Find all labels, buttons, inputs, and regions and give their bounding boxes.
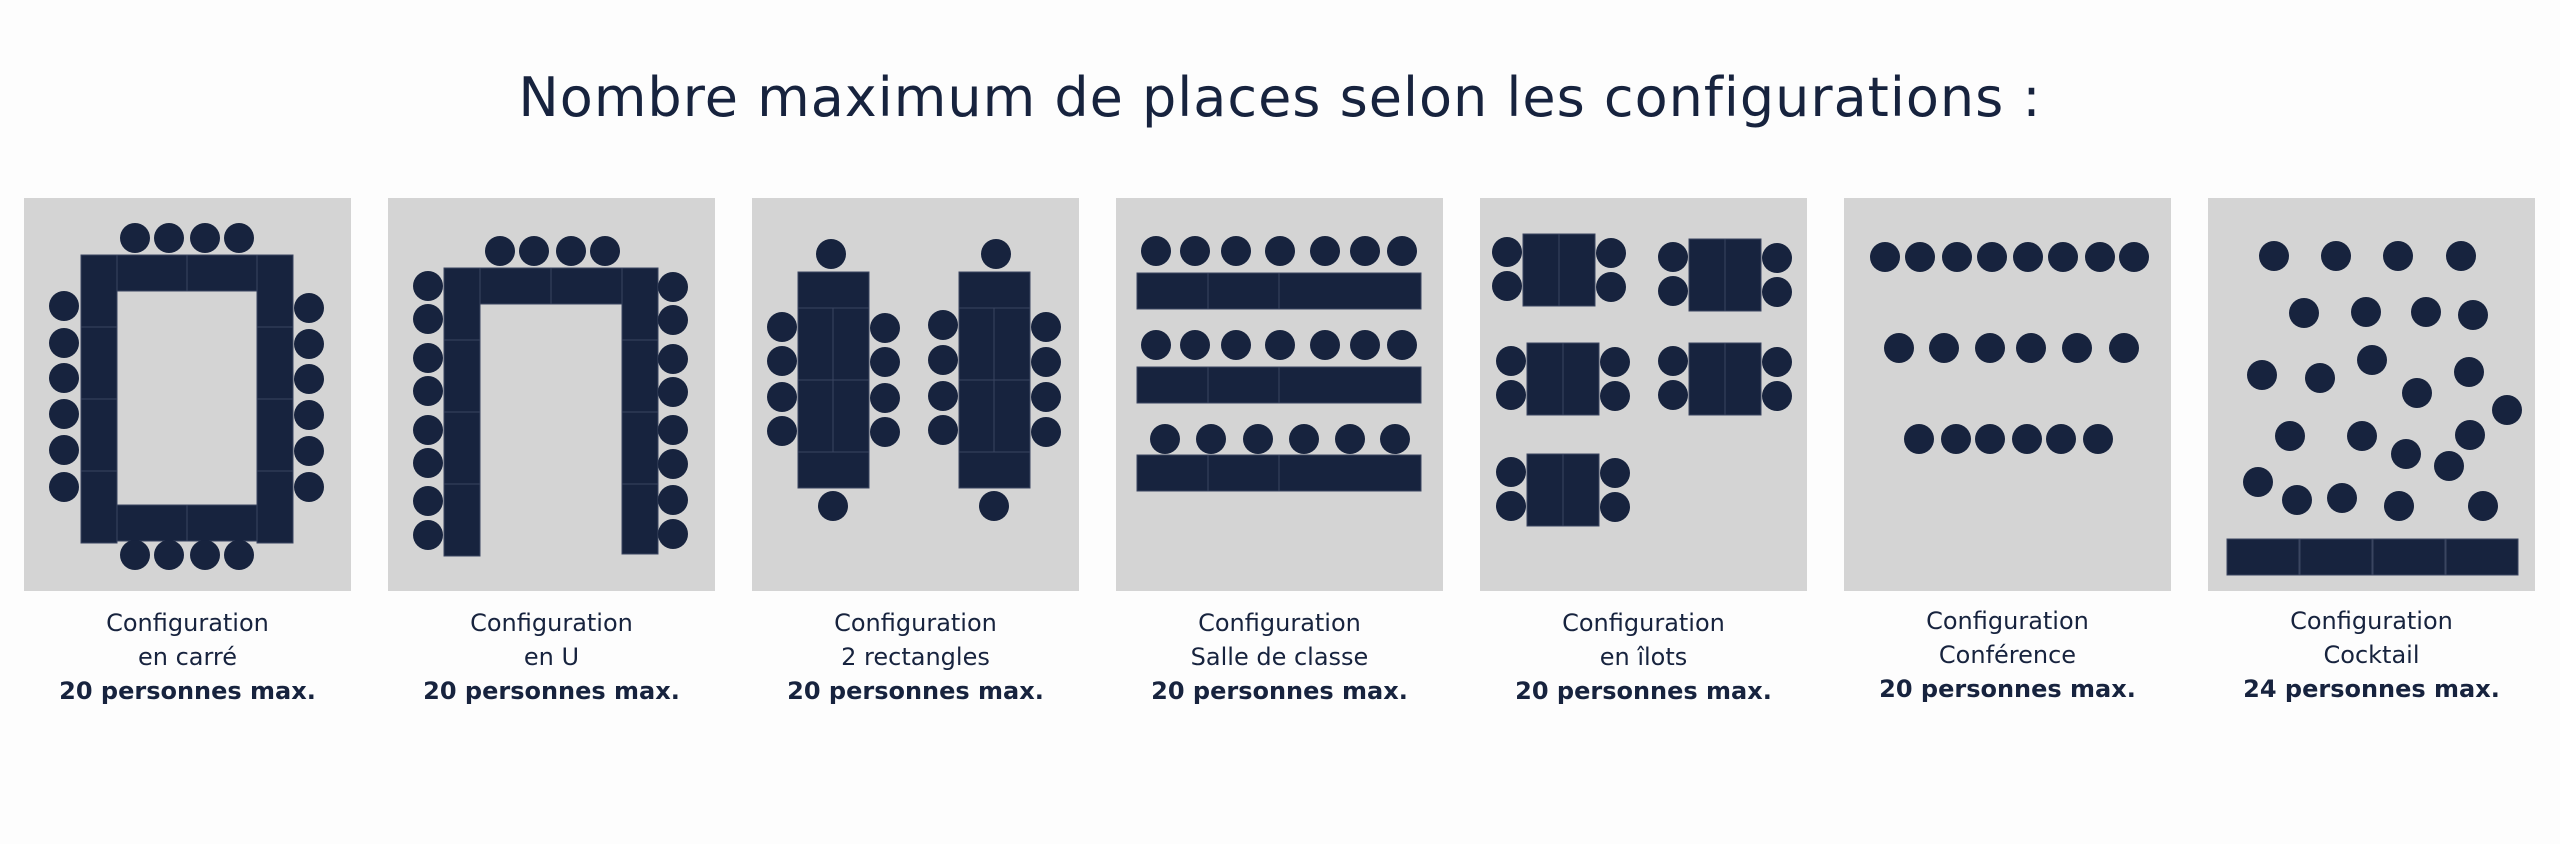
caption-capacity: 20 personnes max. bbox=[423, 677, 680, 705]
tables bbox=[797, 271, 1031, 489]
seats bbox=[1870, 242, 2149, 454]
caption-2-rectangles: Configuration 2 rectangles 20 personnes … bbox=[752, 606, 1079, 708]
seats bbox=[2243, 241, 2522, 521]
diagram-ilots bbox=[1492, 233, 1792, 527]
caption-line2: en U bbox=[523, 643, 580, 671]
diagram-u bbox=[413, 236, 688, 557]
caption-carre: Configuration en carré 20 personnes max. bbox=[24, 606, 351, 708]
caption-line2: en carré bbox=[137, 643, 238, 671]
caption-u: Configuration en U 20 personnes max. bbox=[388, 606, 715, 708]
panel-carre bbox=[24, 198, 351, 591]
panel-ilots bbox=[1480, 198, 1807, 591]
diagram-cocktail bbox=[2226, 241, 2522, 576]
tables bbox=[80, 254, 294, 544]
caption-capacity: 20 personnes max. bbox=[1151, 677, 1408, 705]
tables bbox=[1522, 233, 1762, 527]
diagram-conference bbox=[1870, 242, 2149, 454]
tables bbox=[443, 267, 659, 557]
caption-line2: Cocktail bbox=[2323, 641, 2420, 669]
caption-capacity: 20 personnes max. bbox=[59, 677, 316, 705]
caption-line2: 2 rectangles bbox=[841, 643, 990, 671]
seats bbox=[767, 239, 1061, 521]
page-title: Nombre maximum de places selon les confi… bbox=[518, 66, 2042, 129]
seats bbox=[49, 223, 324, 570]
caption-conference: Configuration Conférence 20 personnes ma… bbox=[1844, 604, 2171, 706]
caption-line2: Salle de classe bbox=[1190, 643, 1369, 671]
tables bbox=[2226, 538, 2519, 576]
caption-line1: Configuration bbox=[1562, 609, 1725, 637]
panel-salle-de-classe bbox=[1116, 198, 1443, 591]
caption-capacity: 20 personnes max. bbox=[1879, 675, 2136, 703]
caption-line2: Conférence bbox=[1938, 641, 2077, 669]
panel-2-rectangles bbox=[752, 198, 1079, 591]
panel-conference bbox=[1844, 198, 2171, 591]
diagram-2-rectangles bbox=[767, 239, 1061, 521]
caption-line1: Configuration bbox=[470, 609, 633, 637]
panel-cocktail bbox=[2208, 198, 2535, 591]
caption-capacity: 20 personnes max. bbox=[787, 677, 1044, 705]
caption-line1: Configuration bbox=[1926, 607, 2089, 635]
caption-line1: Configuration bbox=[106, 609, 269, 637]
diagram-carre bbox=[49, 223, 324, 570]
diagram-salle-de-classe bbox=[1136, 236, 1422, 492]
seats bbox=[1492, 237, 1792, 522]
caption-salle-de-classe: Configuration Salle de classe 20 personn… bbox=[1116, 606, 1443, 708]
caption-line2: en îlots bbox=[1599, 643, 1688, 671]
caption-line1: Configuration bbox=[834, 609, 997, 637]
caption-ilots: Configuration en îlots 20 personnes max. bbox=[1480, 606, 1807, 708]
caption-capacity: 20 personnes max. bbox=[1515, 677, 1772, 705]
seats bbox=[1141, 236, 1417, 454]
panel-u bbox=[388, 198, 715, 591]
caption-capacity: 24 personnes max. bbox=[2243, 675, 2500, 703]
caption-line1: Configuration bbox=[1198, 609, 1361, 637]
seats bbox=[413, 236, 688, 550]
caption-line1: Configuration bbox=[2290, 607, 2453, 635]
caption-cocktail: Configuration Cocktail 24 personnes max. bbox=[2208, 604, 2535, 706]
tables bbox=[1136, 272, 1422, 492]
